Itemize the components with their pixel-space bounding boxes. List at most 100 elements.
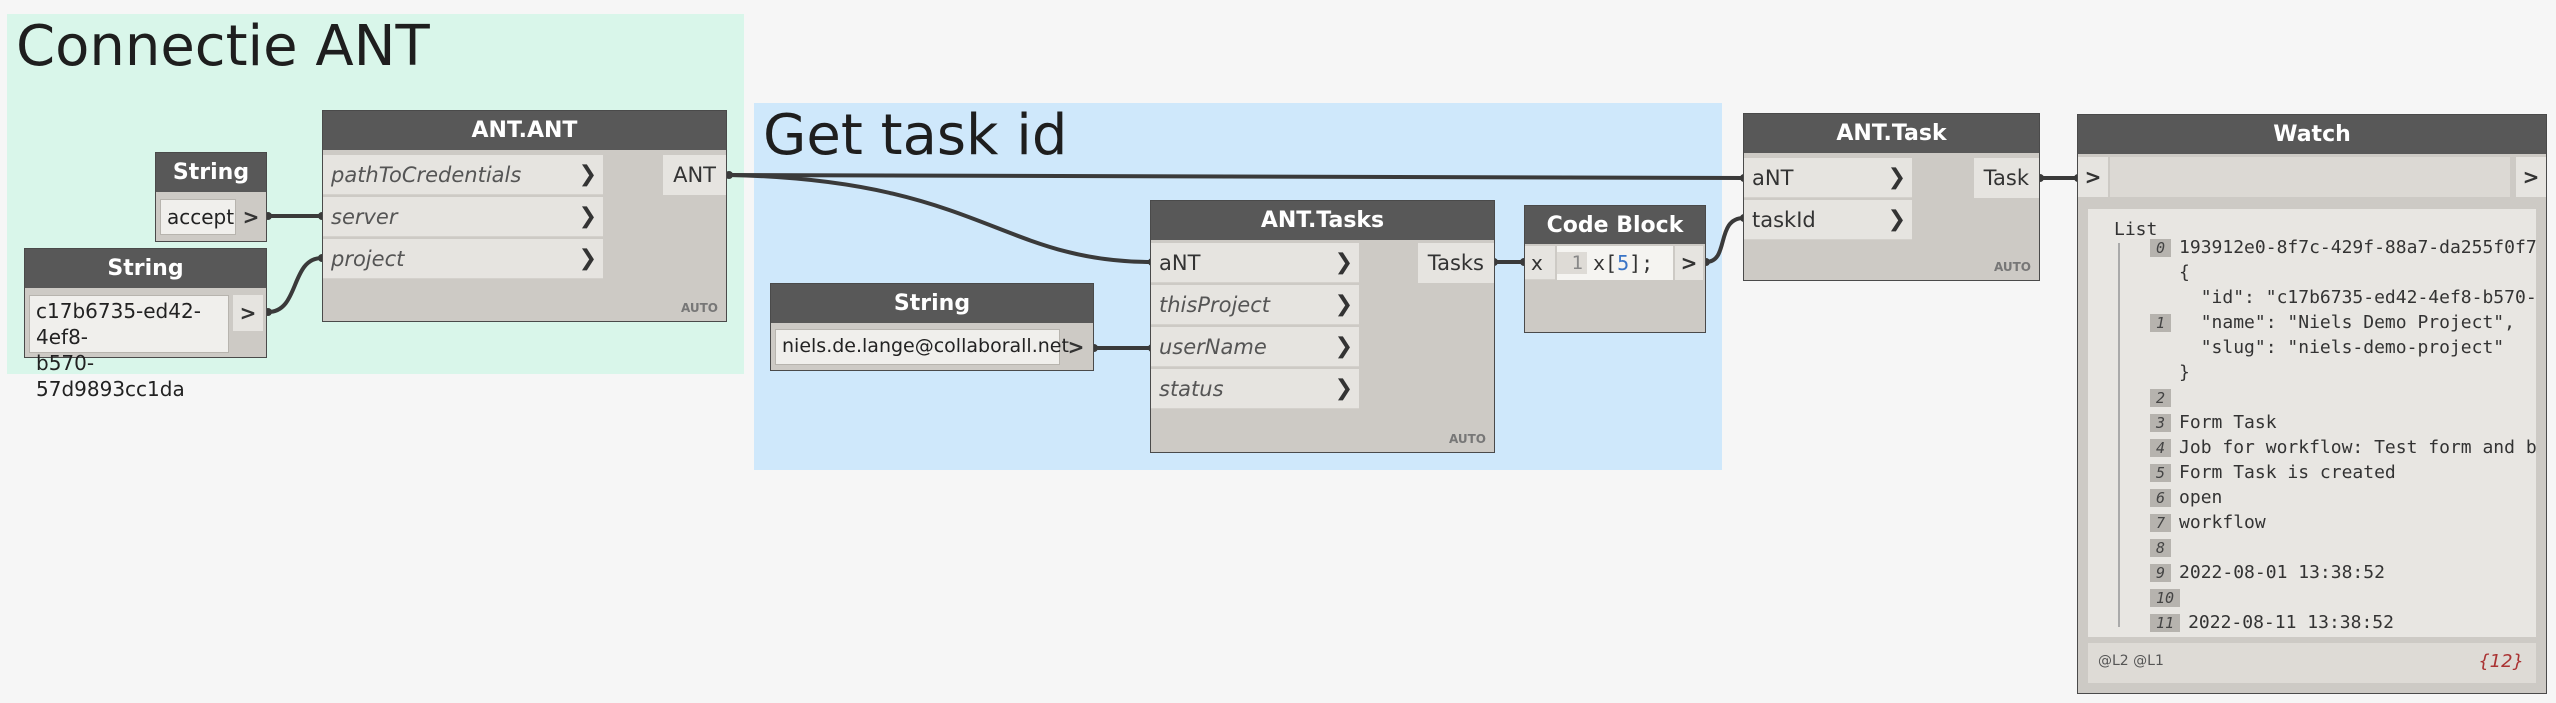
lacing-auto-label: AUTO <box>680 301 718 315</box>
input-port-server[interactable]: server❯ <box>323 197 603 237</box>
input-port-ant[interactable]: aNT ❯ <box>1744 158 1912 198</box>
code-editor[interactable]: 1 x[5]; <box>1557 246 1673 280</box>
chevron-right-icon: ❯ <box>1887 207 1906 232</box>
chevron-right-icon: ❯ <box>1334 292 1353 317</box>
watch-footer: @L2 @L1 {12} <box>2088 643 2536 683</box>
wire-guid-project <box>267 256 323 314</box>
string-value-input[interactable]: c17b6735-ed42-4ef8- b570-57d9893cc1da <box>29 295 229 401</box>
watch-port-bar <box>2110 157 2510 197</box>
chevron-right-icon: ❯ <box>1887 165 1906 190</box>
string-value-line: b570-57d9893cc1da <box>36 351 185 401</box>
node-title: Watch <box>2078 115 2546 154</box>
list-item: 1 "name": "Niels Demo Project", <box>2150 312 2515 333</box>
list-index: 5 <box>2150 464 2172 482</box>
output-port-arrow[interactable]: > <box>233 295 263 331</box>
list-levels: @L2 @L1 <box>2098 653 2164 669</box>
list-index: 3 <box>2150 414 2172 432</box>
input-port-x[interactable]: x <box>1525 246 1555 280</box>
output-port-task[interactable]: Task <box>1973 158 2039 198</box>
list-index: 2 <box>2150 389 2172 407</box>
watch-output-port[interactable]: > <box>2516 157 2546 197</box>
string-value-input[interactable]: accept <box>160 199 236 235</box>
wire-code-taskid <box>1705 216 1745 264</box>
list-index: 4 <box>2150 439 2172 457</box>
string-value-line: c17b6735-ed42-4ef8- <box>36 299 201 349</box>
node-title: ANT.Task <box>1744 114 2039 153</box>
ant-tasks-node[interactable]: ANT.Tasks aNT❯ thisProject❯ userName❯ st… <box>1150 200 1495 453</box>
port-label: aNT <box>1752 165 1794 190</box>
port-label: project <box>331 246 405 271</box>
input-port-taskid[interactable]: taskId❯ <box>1744 200 1912 240</box>
list-value: { <box>2179 262 2190 283</box>
list-item: 8 <box>2150 537 2179 558</box>
node-title: ANT.Tasks <box>1151 201 1494 240</box>
list-index: 11 <box>2150 614 2181 632</box>
port-label: userName <box>1159 334 1267 359</box>
output-port-arrow[interactable]: > <box>242 205 260 229</box>
list-item: 11 2022-08-11 13:38:52 <box>2150 612 2394 633</box>
list-value: 2022-08-01 13:38:52 <box>2179 562 2385 583</box>
list-value: open <box>2179 487 2223 508</box>
list-item: 0{ <box>2150 262 2190 283</box>
group-title: Get task id <box>763 103 1068 168</box>
list-item: 2 <box>2150 387 2179 408</box>
input-port-project[interactable]: project ❯ <box>323 239 603 279</box>
output-port-ant[interactable]: ANT <box>663 155 726 195</box>
list-index: 7 <box>2150 514 2172 532</box>
list-value: Job for workflow: Test form and b <box>2179 437 2537 458</box>
list-value: 193912e0-8f7c-429f-88a7-da255f0f7 <box>2179 237 2537 258</box>
list-value: } <box>2179 362 2190 383</box>
input-port-thisproject[interactable]: thisProject ❯ <box>1151 285 1359 325</box>
node-title: String <box>156 153 266 192</box>
input-port-ant[interactable]: aNT❯ <box>1151 243 1359 283</box>
list-value: workflow <box>2179 512 2266 533</box>
code-text: x[5]; <box>1593 251 1654 275</box>
wire-ant-anttasks <box>728 173 1153 264</box>
list-value: 2022-08-11 13:38:52 <box>2188 612 2394 633</box>
list-index: 9 <box>2150 564 2172 582</box>
list-item: 7 workflow <box>2150 512 2266 533</box>
output-port-tasks[interactable]: Tasks <box>1417 243 1494 283</box>
port-label: thisProject <box>1159 292 1270 317</box>
list-item: 9 2022-08-01 13:38:52 <box>2150 562 2385 583</box>
chevron-right-icon: ❯ <box>1334 376 1353 401</box>
list-item: 0 "id": "c17b6735-ed42-4ef8-b570- <box>2150 287 2537 308</box>
input-port-status[interactable]: status❯ <box>1151 369 1359 409</box>
output-port-arrow[interactable]: > <box>1675 246 1703 280</box>
list-label: List <box>2114 219 2158 240</box>
item-count: {12} <box>2478 651 2524 672</box>
string-node-email[interactable]: String niels.de.lange@collaborall.net > <box>770 283 1094 371</box>
lacing-auto-label: AUTO <box>1993 260 2031 274</box>
list-item: 3 Form Task <box>2150 412 2277 433</box>
chevron-right-icon: ❯ <box>1334 250 1353 275</box>
list-value: "name": "Niels Demo Project", <box>2179 312 2515 333</box>
ant-ant-node[interactable]: ANT.ANT pathToCredentials❯ server❯ proje… <box>322 110 727 322</box>
list-value: "id": "c17b6735-ed42-4ef8-b570- <box>2179 287 2537 308</box>
ant-task-node[interactable]: ANT.Task aNT ❯ taskId❯ Task AUTO <box>1743 113 2040 281</box>
chevron-right-icon: ❯ <box>578 204 597 229</box>
chevron-right-icon: ❯ <box>578 246 597 271</box>
list-item: 0 "slug": "niels-demo-project" <box>2150 337 2504 358</box>
node-title: ANT.ANT <box>323 111 726 150</box>
input-port-username[interactable]: userName❯ <box>1151 327 1359 367</box>
watch-input-port[interactable]: > <box>2078 157 2108 197</box>
code-block-node[interactable]: Code Block x 1 x[5]; > <box>1524 205 1706 333</box>
chevron-right-icon: ❯ <box>578 162 597 187</box>
lacing-auto-label: AUTO <box>1448 432 1486 446</box>
list-index: 1 <box>2150 314 2172 332</box>
string-value-input[interactable]: niels.de.lange@collaborall.net <box>775 329 1069 365</box>
string-node-accept[interactable]: String accept > <box>155 152 267 242</box>
output-port-arrow[interactable]: > <box>1067 335 1085 359</box>
line-number: 1 <box>1557 252 1587 274</box>
list-value: Form Task <box>2179 412 2277 433</box>
wire-ant-anttask <box>728 173 1745 180</box>
group-title: Connectie ANT <box>16 14 430 79</box>
string-node-guid[interactable]: String c17b6735-ed42-4ef8- b570-57d9893c… <box>24 248 267 401</box>
input-port-pathtocredentials[interactable]: pathToCredentials❯ <box>323 155 603 195</box>
list-index: 6 <box>2150 489 2172 507</box>
node-title: String <box>771 284 1093 323</box>
